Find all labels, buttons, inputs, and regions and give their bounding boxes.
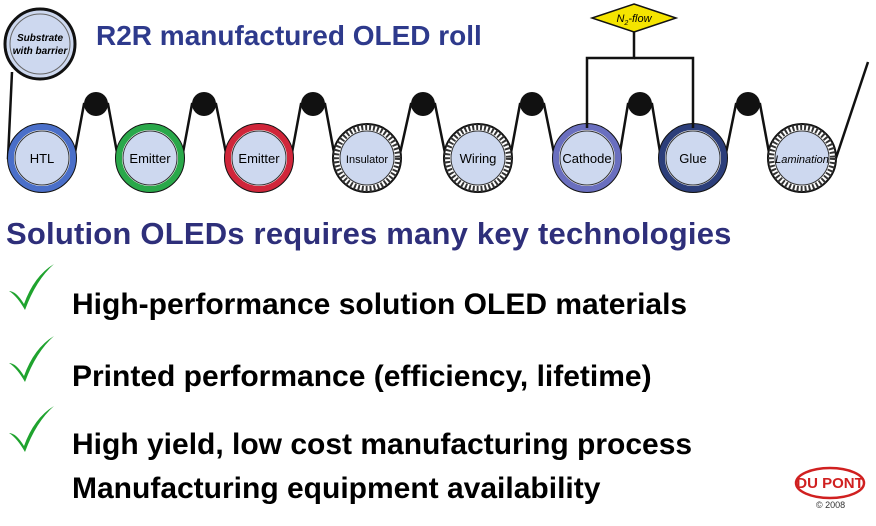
bullet-text: High yield, low cost manufacturing proce… [72, 428, 693, 461]
bullet-text: Printed performance (efficiency, lifetim… [72, 360, 652, 393]
bullet-item: High-performance solution OLED materials [0, 262, 876, 322]
bullet-item: Printed performance (efficiency, lifetim… [0, 334, 876, 394]
checkmark-icon [9, 336, 54, 382]
roller-label: Wiring [460, 151, 497, 166]
n2-flow-label: N2-flow [616, 13, 652, 27]
process-roller: HTL [7, 123, 77, 193]
checkmark-icon [9, 406, 54, 452]
guide-roller [192, 92, 216, 116]
process-roller: Wiring [443, 123, 513, 193]
n2-flow-diamond [589, 3, 679, 33]
roller-label: Glue [679, 151, 706, 166]
guide-roller [301, 92, 325, 116]
roller-label: Lamination [775, 154, 829, 166]
section-subtitle: Solution OLEDs requires many key technol… [6, 216, 732, 251]
gas-feed: N2-flow [585, 3, 695, 128]
bullet-text: High-performance solution OLED materials [72, 288, 688, 321]
process-roller: Emitter [224, 123, 294, 193]
dupont-logo: DU PONT [794, 466, 866, 500]
roller-label: Insulator [346, 154, 389, 166]
process-roller: Glue [658, 123, 728, 193]
process-roller: Cathode [552, 123, 622, 193]
guide-roller [736, 92, 760, 116]
process-roller: Emitter [115, 123, 185, 193]
r2r-process-diagram: HTL Emitter Emitter Insulator Wiring Cathode G… [3, 3, 870, 193]
copyright-note: © 2008 [816, 500, 846, 510]
process-roller: Insulator [332, 123, 402, 193]
substrate-roll: Substrate with barrier [3, 7, 77, 81]
bullet-item: High yield, low cost manufacturing proce… [0, 404, 876, 464]
substrate-label-line2: with barrier [13, 46, 69, 57]
guide-roller [520, 92, 544, 116]
roller-label: HTL [30, 151, 55, 166]
bullet-item: Manufacturing equipment availability [0, 466, 876, 526]
roller-label: Emitter [129, 151, 171, 166]
guide-roller [84, 92, 108, 116]
guide-roller [411, 92, 435, 116]
checkmark-icon [9, 264, 54, 310]
roller-label: Cathode [562, 151, 611, 166]
svg-text:DU PONT: DU PONT [796, 475, 864, 492]
roller-label: Emitter [238, 151, 280, 166]
guide-roller [628, 92, 652, 116]
substrate-label-line1: Substrate [17, 33, 64, 44]
diagram-title: R2R manufactured OLED roll [96, 20, 482, 51]
bullet-text: Manufacturing equipment availability [72, 472, 601, 505]
process-roller: Lamination [767, 123, 837, 193]
